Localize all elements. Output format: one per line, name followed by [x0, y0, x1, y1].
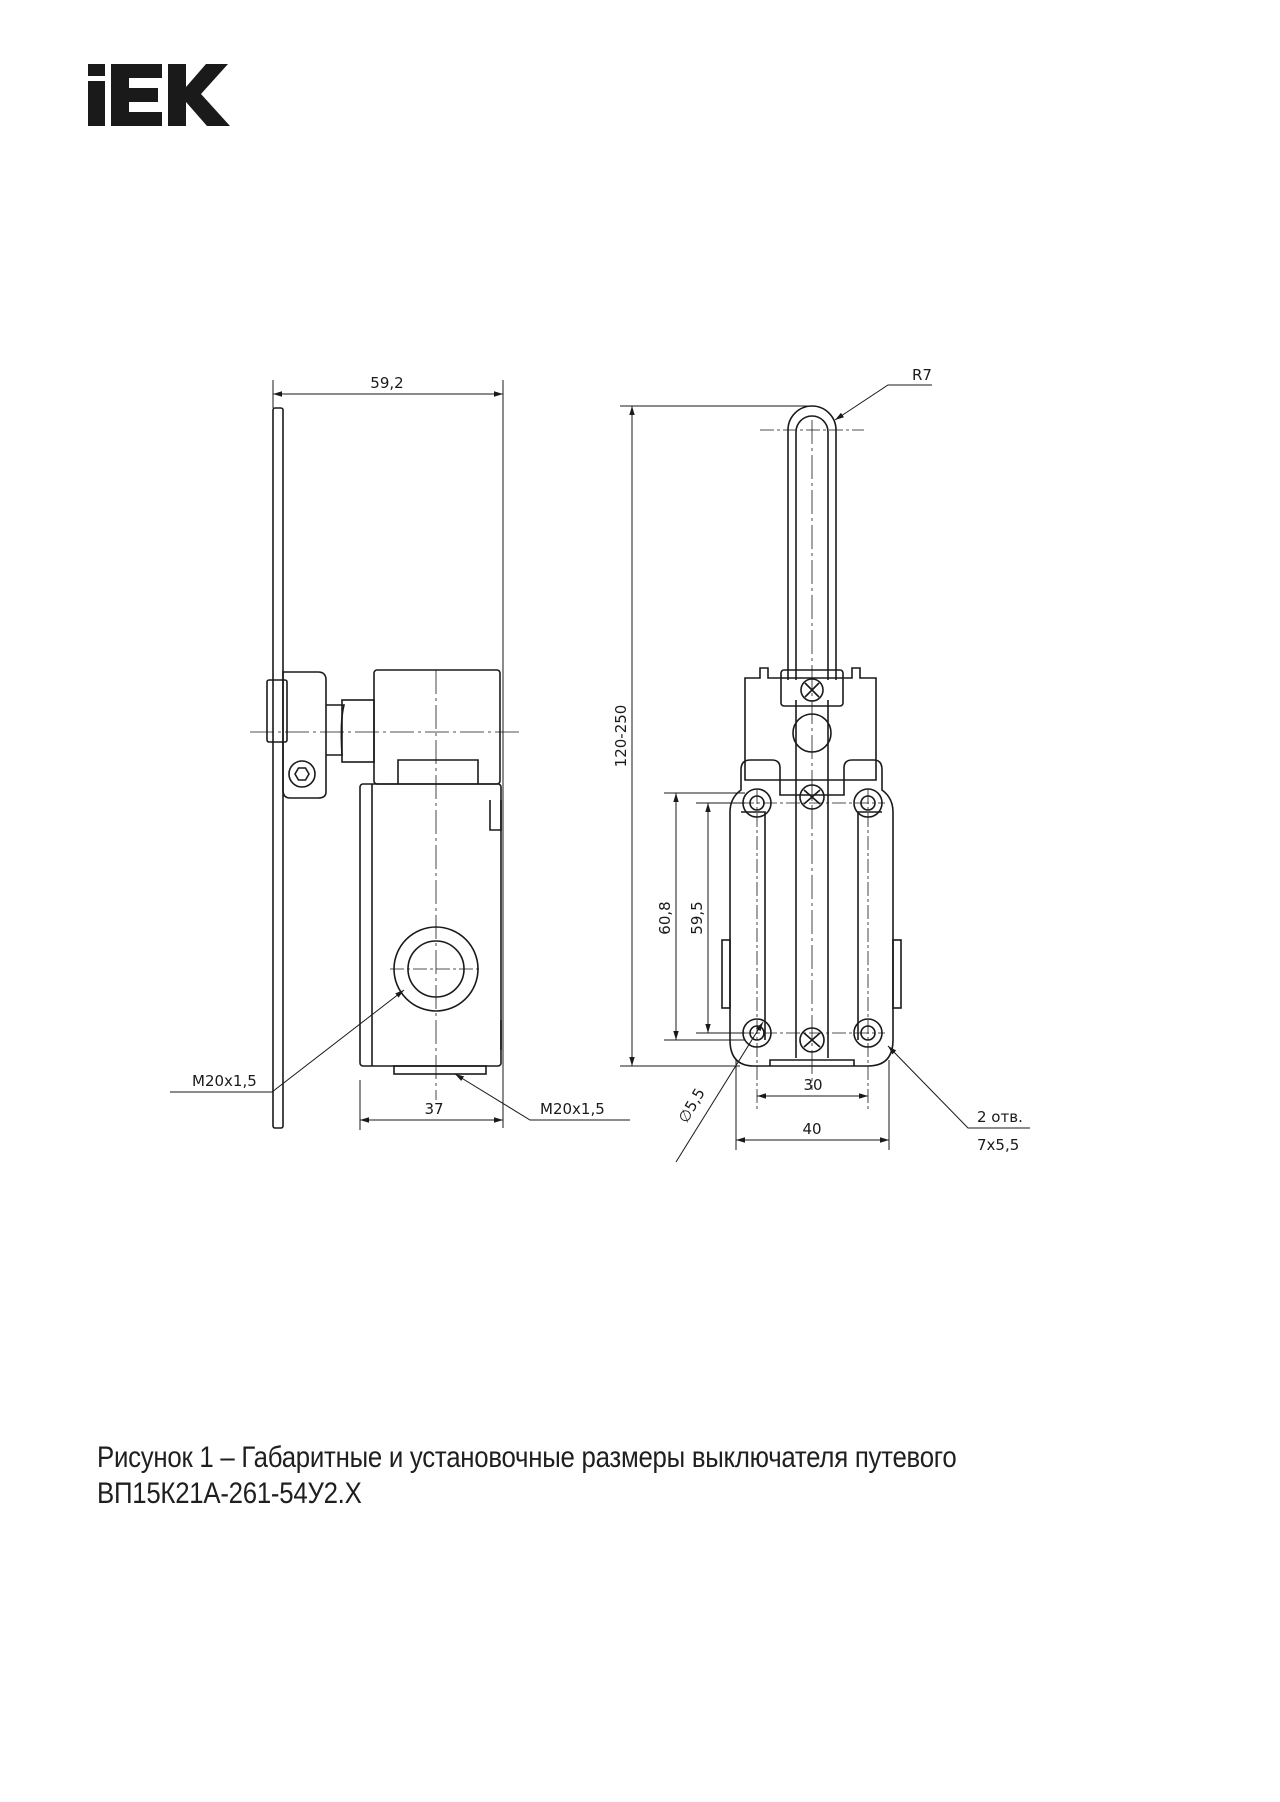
- leader-thread-left: [170, 989, 405, 1093]
- dim-37: 37: [424, 1100, 443, 1118]
- leader-diameter: [675, 1021, 764, 1163]
- side-head: [373, 669, 501, 785]
- side-view: [266, 407, 502, 1129]
- dim-40: 40: [802, 1120, 821, 1138]
- iek-logo: [88, 64, 230, 126]
- dim-60-8: 60,8: [656, 901, 674, 934]
- front-view: [721, 405, 902, 1067]
- dim-30: 30: [803, 1076, 822, 1094]
- caption-line-2: ВП15К21А-261-54У2.Х: [97, 1477, 362, 1510]
- leader-thread-bottom: [454, 1073, 630, 1121]
- dim-59-5: 59,5: [688, 901, 706, 934]
- caption-line-1: Рисунок 1 – Габаритные и установочные ра…: [97, 1441, 957, 1474]
- dim-diameter: ∅5,5: [675, 1085, 709, 1126]
- hex-screw: [288, 760, 316, 788]
- side-lever-rod: [272, 407, 284, 1129]
- leader-r7: [834, 384, 932, 421]
- side-lever-arm: [282, 671, 327, 799]
- dim-thread-bottom: M20x1,5: [540, 1100, 605, 1118]
- dim-59-2: 59,2: [370, 374, 403, 392]
- dim-thread-left: M20x1,5: [192, 1072, 257, 1090]
- front-head: [744, 667, 877, 781]
- dim-120-250: 120-250: [612, 705, 630, 768]
- figure-caption: Рисунок 1 – Габаритные и установочные ра…: [97, 1440, 1060, 1512]
- dim-holes-count: 2 отв.: [977, 1108, 1023, 1126]
- side-lever-clamp: [266, 679, 288, 743]
- technical-drawing: 59,2 37 M20x1,5 M20x1,5: [170, 366, 1030, 1163]
- dim-r7: R7: [912, 366, 932, 384]
- side-body: [359, 783, 502, 1067]
- leader-holes: [887, 1045, 1030, 1129]
- dim-holes-size: 7x5,5: [977, 1136, 1019, 1154]
- front-body: [729, 759, 894, 1067]
- mounting-holes: [742, 788, 883, 1048]
